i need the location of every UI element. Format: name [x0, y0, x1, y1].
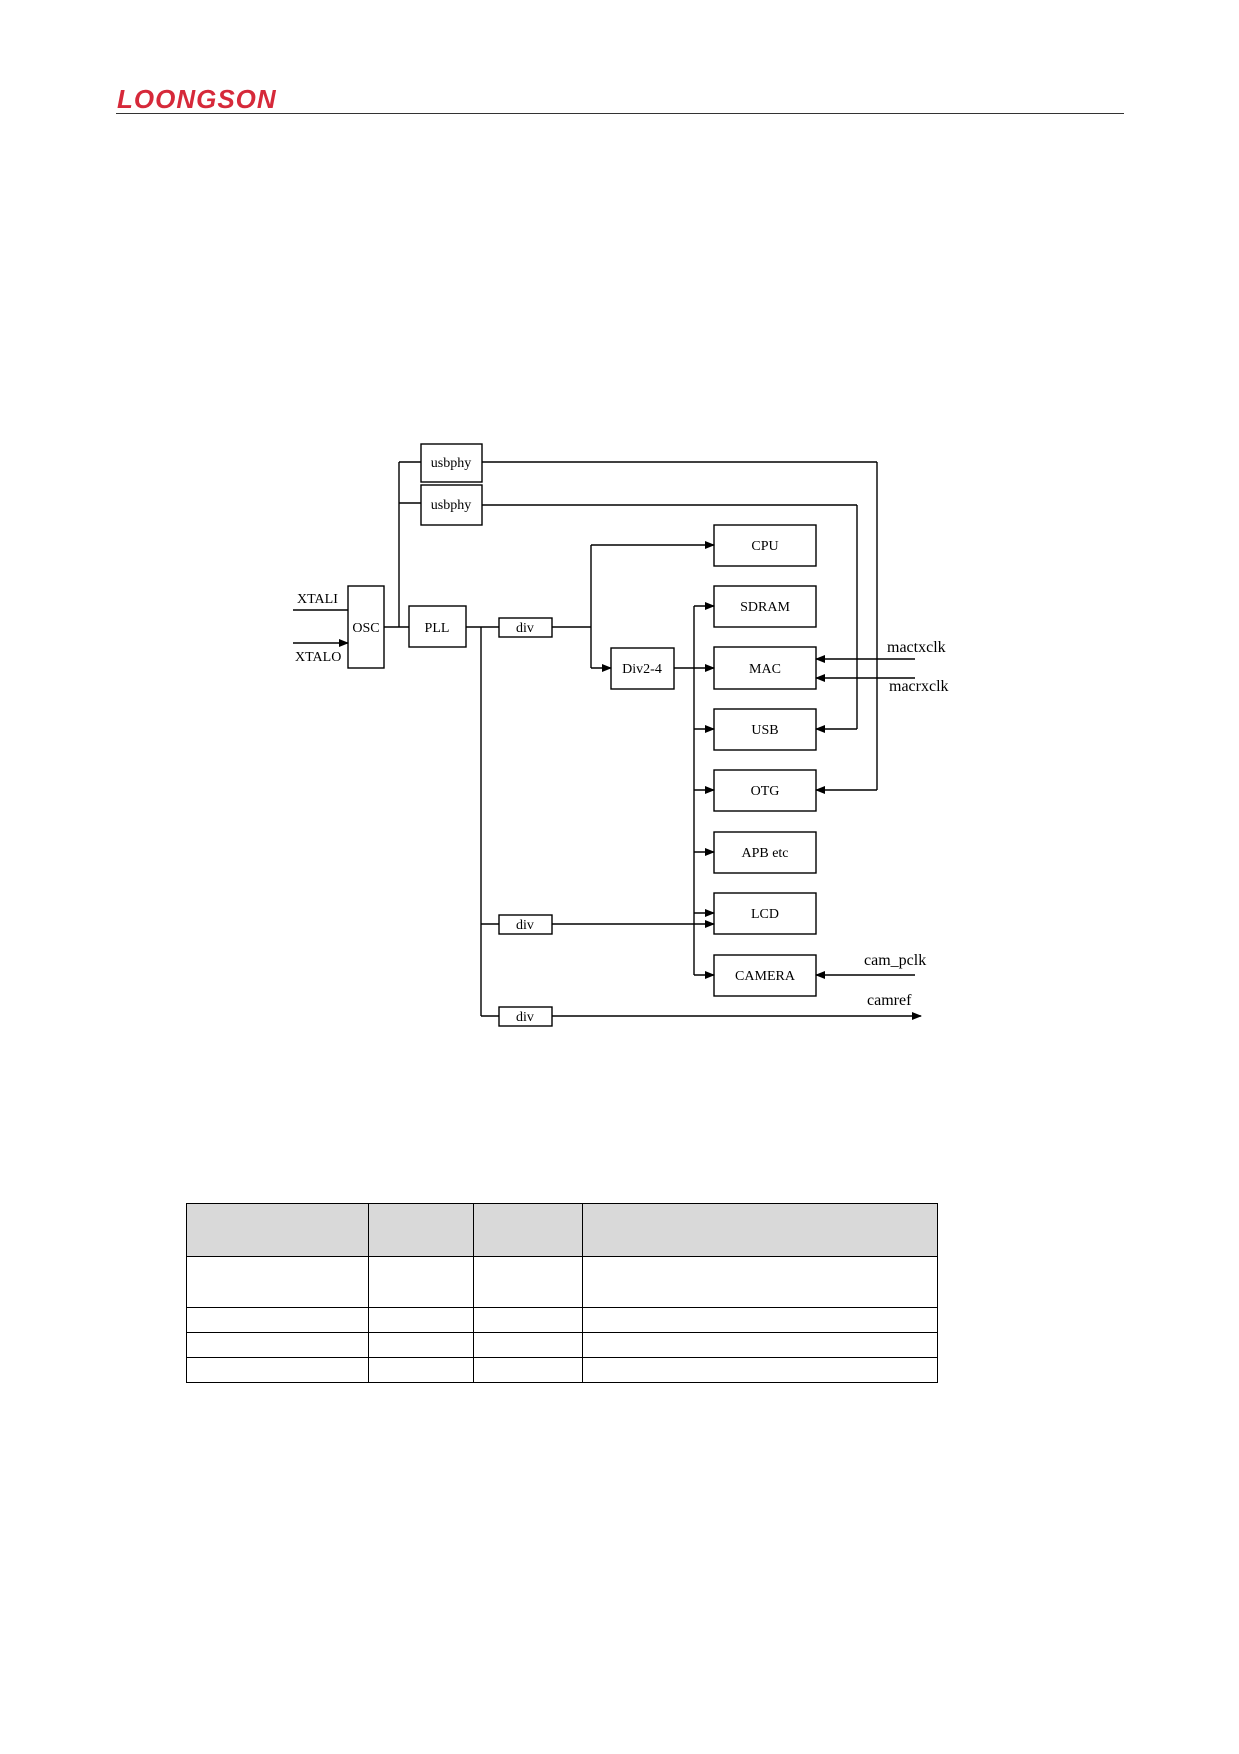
table-cell	[186, 1357, 369, 1383]
table-cell	[368, 1332, 474, 1358]
table-row	[186, 1256, 938, 1308]
usbphy-1-box	[420, 443, 483, 483]
table-cell	[473, 1332, 583, 1358]
div-1-label: div	[516, 621, 534, 636]
sdram-label: SDRAM	[740, 600, 790, 615]
osc-box	[347, 585, 385, 669]
lcd-label: LCD	[751, 907, 779, 922]
spec-table	[186, 1203, 938, 1383]
table-row	[186, 1357, 938, 1383]
table-cell	[368, 1256, 474, 1308]
header-rule	[116, 113, 1124, 114]
div-3-box	[498, 1006, 553, 1027]
camref-label: camref	[867, 992, 912, 1009]
lcd-box	[713, 892, 817, 935]
table-header-row	[186, 1203, 938, 1257]
div-3-label: div	[516, 1010, 534, 1025]
camera-label: CAMERA	[735, 969, 796, 984]
logo-text: LOONGSON	[117, 86, 277, 112]
div24-box	[610, 647, 675, 690]
xtalo-label: XTALO	[295, 650, 341, 665]
usbphy-2-box	[420, 484, 483, 526]
table-row	[186, 1332, 938, 1358]
otg-label: OTG	[751, 784, 780, 799]
cam-pclk-label: cam_pclk	[864, 952, 926, 969]
table-header-cell	[368, 1203, 474, 1257]
div-2-label: div	[516, 918, 534, 933]
macrxclk-label: macrxclk	[889, 678, 949, 695]
table-header-cell	[582, 1203, 938, 1257]
apb-box	[713, 831, 817, 874]
mac-label: MAC	[749, 662, 781, 677]
table-cell	[473, 1256, 583, 1308]
usbphy-1-label: usbphy	[431, 456, 471, 471]
usb-box	[713, 708, 817, 751]
apb-label: APB etc	[741, 846, 788, 861]
div-1-box	[498, 617, 553, 638]
otg-box	[713, 769, 817, 812]
loongson-logo: LOONGSON	[117, 86, 277, 112]
camera-box	[713, 954, 817, 997]
table-cell	[582, 1332, 938, 1358]
table-cell	[186, 1307, 369, 1333]
pll-label: PLL	[425, 621, 450, 636]
div24-label: Div2-4	[622, 662, 662, 677]
table-cell	[473, 1307, 583, 1333]
table-cell	[186, 1332, 369, 1358]
div-2-box	[498, 914, 553, 935]
pll-box	[408, 605, 467, 648]
cpu-label: CPU	[751, 539, 778, 554]
table-cell	[582, 1357, 938, 1383]
sdram-box	[713, 585, 817, 628]
xtali-label: XTALI	[297, 592, 338, 607]
mac-box	[713, 646, 817, 690]
cpu-box	[713, 524, 817, 567]
table-cell	[186, 1256, 369, 1308]
table-cell	[368, 1357, 474, 1383]
table-cell	[473, 1357, 583, 1383]
table-header-cell	[186, 1203, 369, 1257]
table-header-cell	[473, 1203, 583, 1257]
table-cell	[582, 1256, 938, 1308]
table-cell	[368, 1307, 474, 1333]
table-row	[186, 1307, 938, 1333]
osc-label: OSC	[352, 621, 379, 636]
usb-label: USB	[751, 723, 778, 738]
mactxclk-label: mactxclk	[887, 639, 946, 656]
table-cell	[582, 1307, 938, 1333]
usbphy-2-label: usbphy	[431, 498, 471, 513]
